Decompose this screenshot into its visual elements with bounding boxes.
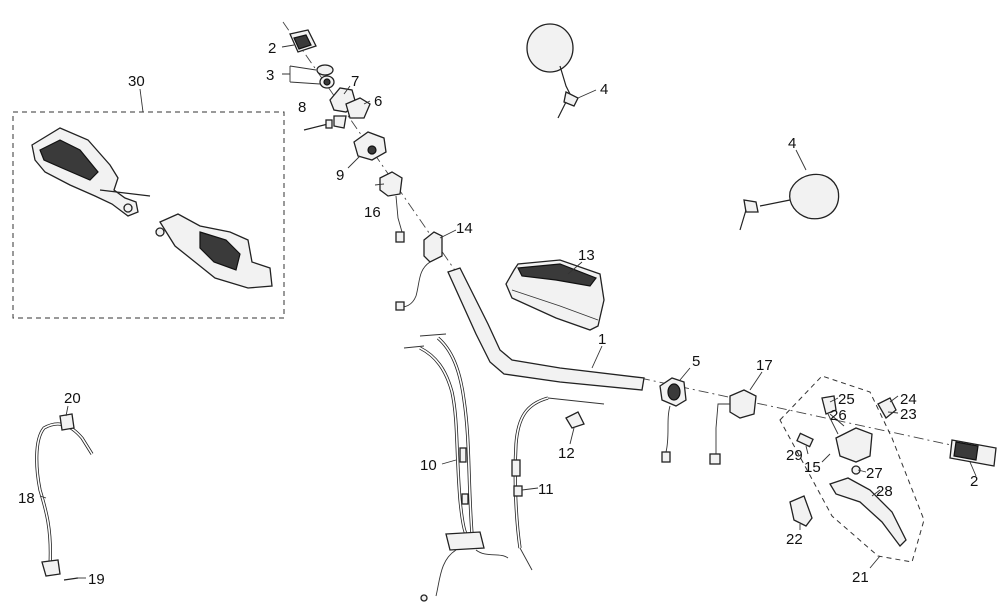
callout-12: 12 (558, 445, 575, 462)
lever-assembly-boundary (779, 375, 925, 563)
leader-4b (795, 149, 807, 171)
callout-15: 15 (804, 459, 821, 476)
grip-right (949, 439, 997, 467)
lever-guard-22 (789, 495, 813, 527)
callout-19: 19 (88, 571, 105, 588)
leader-2a (281, 44, 295, 48)
switch-16 (379, 171, 405, 243)
callout-2-right: 2 (970, 473, 978, 490)
handguard-left (31, 127, 151, 217)
callout-1: 1 (598, 331, 606, 348)
handguard-right (155, 213, 273, 289)
callout-28: 28 (876, 483, 893, 500)
callout-24: 24 (900, 391, 917, 408)
screw-8 (303, 119, 333, 131)
leader-28 (871, 489, 881, 497)
callout-5: 5 (692, 353, 700, 370)
callout-22: 22 (786, 531, 803, 548)
leader-1 (591, 345, 603, 369)
leader-21 (869, 555, 881, 569)
leader-13 (567, 261, 583, 275)
callout-16: 16 (364, 204, 381, 221)
grip-bushes (316, 64, 335, 89)
handlebar-1 (447, 267, 645, 391)
leader-9 (347, 155, 361, 169)
grip-left (289, 29, 317, 53)
mirror-left (526, 23, 579, 119)
brake-hose-18 (35, 413, 94, 581)
leader-30 (139, 88, 144, 113)
leader-12 (569, 427, 575, 445)
leader-15 (821, 453, 831, 463)
leader-14 (439, 229, 457, 239)
switch-14 (395, 231, 443, 311)
callout-13: 13 (578, 247, 595, 264)
clutch-cable-11 (511, 396, 605, 571)
throttle-housing-5 (659, 377, 687, 463)
callout-27: 27 (866, 465, 883, 482)
master-cylinder (796, 395, 897, 475)
callout-6: 6 (374, 93, 382, 110)
leader-25 (829, 397, 839, 403)
handguard-kit-box (12, 111, 285, 319)
leader-6 (363, 100, 371, 105)
leader-27 (857, 469, 867, 473)
leader-7 (343, 85, 351, 95)
switch-housing-9 (353, 131, 387, 161)
switch-17 (709, 389, 757, 465)
adjuster-12 (565, 411, 585, 429)
callout-2-left: 2 (268, 40, 276, 57)
switch-clamp-lower (333, 97, 371, 129)
leader-2b (969, 461, 977, 477)
handlebar-axis-right (639, 377, 966, 449)
callout-30: 30 (128, 73, 145, 90)
callout-25: 25 (838, 391, 855, 408)
callout-23: 23 (900, 406, 917, 423)
leader-16 (374, 183, 385, 186)
callout-4-left: 4 (600, 81, 608, 98)
callout-9: 9 (336, 167, 344, 184)
leader-17 (749, 371, 763, 391)
callout-7: 7 (351, 73, 359, 90)
leader-11 (521, 487, 539, 491)
instrument-cover-13 (505, 259, 605, 331)
leader-20 (65, 405, 69, 417)
leader-18 (39, 495, 47, 499)
callout-17: 17 (756, 357, 773, 374)
leader-3 (282, 65, 321, 85)
callout-11: 11 (538, 481, 554, 498)
leader-23 (887, 411, 899, 414)
leader-10 (441, 459, 457, 465)
callout-21: 21 (852, 569, 869, 586)
callout-18: 18 (18, 490, 35, 507)
throttle-cables-10 (403, 333, 509, 602)
leader-24 (889, 395, 899, 403)
brake-lever-28 (829, 477, 907, 547)
callout-4-right: 4 (788, 135, 796, 152)
leader-4a (577, 89, 597, 99)
callout-14: 14 (456, 220, 473, 237)
callout-26: 26 (830, 407, 847, 424)
callout-29: 29 (786, 447, 803, 464)
leader-5 (679, 367, 691, 381)
callout-3: 3 (266, 67, 274, 84)
leader-29 (805, 445, 809, 455)
callout-8: 8 (298, 99, 306, 116)
callout-20: 20 (64, 390, 81, 407)
callout-10: 10 (420, 457, 437, 474)
mirror-right (739, 173, 840, 231)
leader-26 (829, 413, 845, 427)
